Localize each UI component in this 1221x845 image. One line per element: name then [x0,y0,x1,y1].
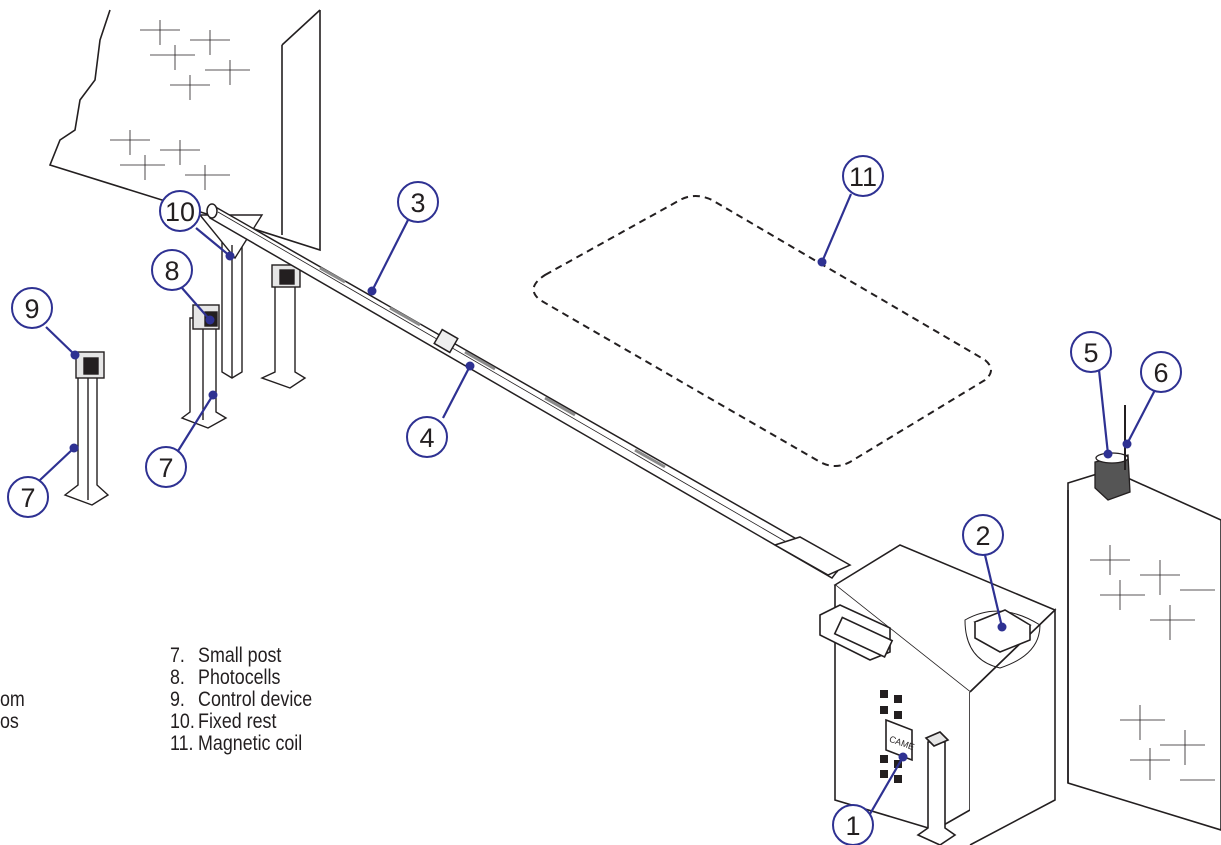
callout-10: 10 [159,190,201,232]
control-device-post [63,351,110,506]
clipped-legend-text-1: om [0,688,25,711]
svg-text:4: 4 [419,423,434,453]
barrier-cabinet: CAME [819,544,1057,845]
right-wall [1067,469,1221,831]
legend-item-7: 7. Small post [170,644,282,667]
barrier-boom [206,203,852,579]
callout-1: 1 [832,804,874,845]
clipped-legend-text-2: os [0,710,19,733]
legend-item-11: 11. Magnetic coil [170,732,303,755]
photocell-post-rear [260,264,307,389]
leader-endpoints [69,251,1132,762]
svg-text:7: 7 [158,453,173,483]
legend: 7. Small post 8. Photocells 9. Control d… [170,645,312,755]
svg-text:2: 2 [975,521,990,551]
svg-text:1: 1 [845,811,860,841]
legend-item-8: 8. Photocells [170,666,281,689]
legend-item-9: 9. Control device [170,688,313,711]
callout-6: 6 [1140,351,1182,393]
callout-7-mid: 7 [145,446,187,488]
magnetic-coil-outline [532,195,992,467]
svg-text:9: 9 [24,294,39,324]
svg-text:6: 6 [1153,358,1168,388]
svg-text:7: 7 [20,483,35,513]
legend-item-10: 10. Fixed rest [170,710,277,733]
callout-2: 2 [962,514,1004,556]
svg-text:5: 5 [1083,338,1098,368]
callout-3: 3 [397,181,439,223]
svg-text:10: 10 [165,197,195,227]
svg-text:11: 11 [849,162,877,192]
left-wall [48,9,321,252]
callout-5: 5 [1070,331,1112,373]
callout-8: 8 [151,249,193,291]
svg-text:8: 8 [164,256,179,286]
svg-text:3: 3 [410,188,425,218]
callout-4: 4 [406,416,448,458]
flashing-light-antenna [1094,405,1131,501]
callout-11: 11 [842,155,884,197]
callout-9: 9 [11,287,53,329]
callout-7-left: 7 [7,476,49,518]
